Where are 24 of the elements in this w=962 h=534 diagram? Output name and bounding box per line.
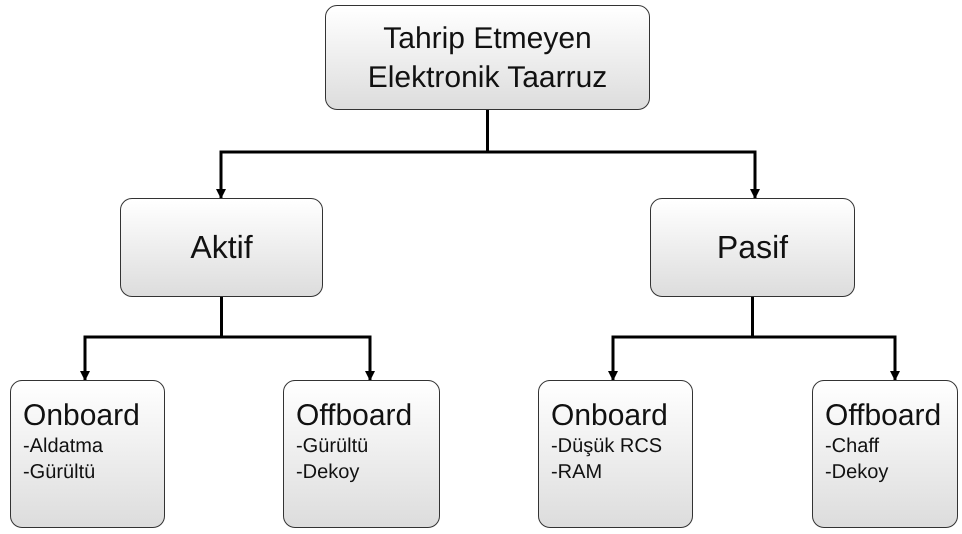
box-heading: Tahrip Etmeyen Elektronik Taarruz [366, 20, 608, 96]
list-item: -Aldatma [23, 434, 104, 459]
box-heading: Offboard [296, 399, 414, 433]
list-item: -Dekoy [296, 460, 360, 485]
rounded-box [325, 5, 650, 110]
list-item: -Chaff [825, 434, 880, 459]
list-item: -RAM [551, 460, 604, 485]
rounded-box [650, 198, 855, 297]
category-box [538, 380, 693, 528]
category-box [812, 380, 958, 528]
category-box [283, 380, 440, 528]
arrow [751, 297, 900, 381]
list-item: -Dekoy [825, 460, 890, 485]
list-item: -Gürültü [296, 434, 370, 459]
box-heading: Pasif [716, 228, 788, 267]
box-heading: Onboard [23, 399, 141, 433]
rounded-box [120, 198, 323, 297]
box-heading: Aktif [190, 228, 253, 267]
list-item: -Düşük RCS [551, 434, 664, 459]
list-item: -Gürültü [23, 460, 96, 485]
box-heading: Offboard [825, 399, 942, 433]
box-heading: Onboard [551, 399, 669, 433]
category-box [10, 380, 165, 528]
arrow [486, 110, 760, 199]
